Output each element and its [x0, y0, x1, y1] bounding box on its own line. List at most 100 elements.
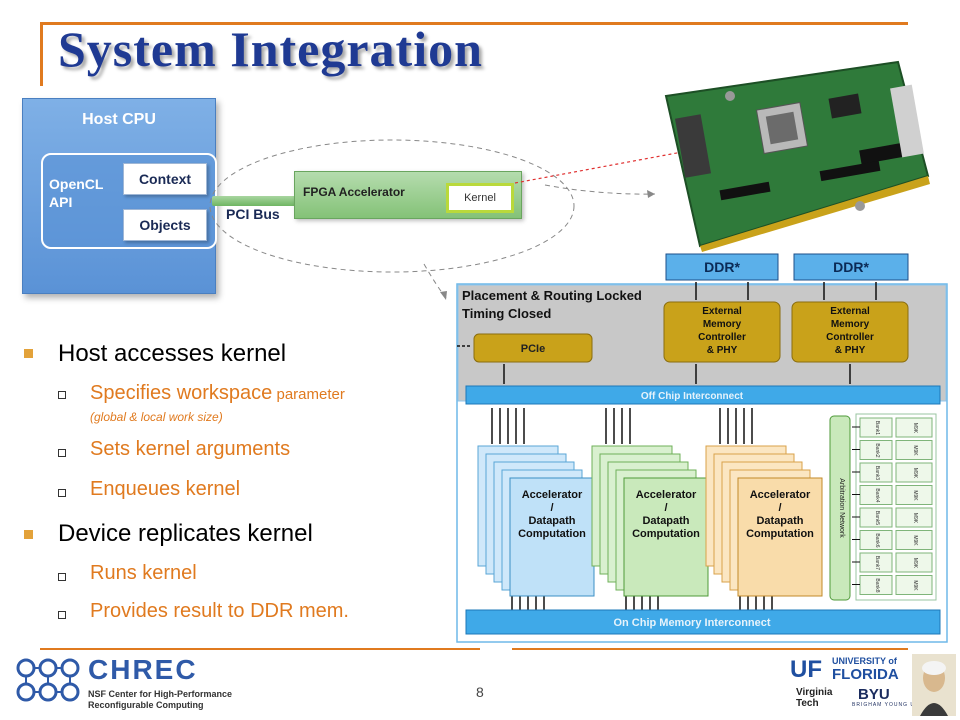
host-cpu-title: Host CPU [82, 111, 156, 128]
uf-university-text: UNIVERSITY of [832, 656, 897, 666]
locked-label-line2: Timing Closed [462, 306, 551, 321]
virginia-tech-logo: Virginia Tech [796, 687, 833, 709]
workspace-text: Specifies workspace [90, 382, 273, 404]
vt-line2: Tech [796, 698, 819, 709]
ddr-label-1: DDR* [704, 259, 740, 275]
emc-box-2 [791, 301, 909, 363]
byu-logo: BYU [858, 686, 890, 703]
on-chip-interconnect-bar [465, 609, 941, 635]
bullet-host-accesses-kernel: Host accesses kernel [58, 340, 287, 367]
bank-label: Bank1 [874, 421, 880, 435]
opencl-label-line2: API [49, 194, 73, 210]
ddr-box-2 [793, 253, 909, 281]
acc1-line4: Computation [518, 528, 586, 540]
emc2-line4: & PHY [835, 345, 866, 356]
bullet-marker [24, 530, 33, 539]
board-connector-line [544, 184, 656, 195]
acc3-line2: / [778, 502, 781, 514]
emc1-line2: Memory [703, 319, 742, 330]
bank-label: Bank4 [874, 488, 880, 502]
gwu-portrait-icon [912, 654, 956, 716]
locked-label-line1: Placement & Routing Locked [462, 288, 642, 303]
diagram-connector-arrow [440, 291, 447, 300]
pcie-box [473, 333, 593, 363]
m9k-label: M9K [912, 445, 918, 456]
host-cpu-box: Host CPU OpenCL API Context Objects [22, 98, 217, 294]
fpga-board-image [664, 60, 930, 252]
m9k-cell [895, 440, 933, 460]
pci-bus-bar [212, 196, 298, 206]
uf-logo: UF [790, 656, 822, 683]
off-chip-interconnect-bar [465, 385, 941, 405]
bullet-marker [24, 349, 33, 358]
acc2-line1: Accelerator [636, 489, 697, 501]
on-chip-label: On Chip Memory Interconnect [613, 617, 770, 629]
page-title: System Integration [58, 21, 483, 77]
sub-bullet-workspace-note: (global & local work size) [90, 410, 223, 424]
emc1-line1: External [702, 306, 742, 317]
sub-bullet-runs-kernel: Runs kernel [90, 562, 197, 584]
acc2-line3: Datapath [642, 515, 689, 527]
parameter-text: parameter [272, 386, 345, 403]
sub-bullet-workspace: Specifies workspace parameter [90, 382, 345, 405]
m9k-cell [895, 462, 933, 483]
emc1-line4: & PHY [707, 345, 738, 356]
bank-label: Bank3 [874, 466, 880, 480]
m9k-cell [895, 575, 933, 595]
off-chip-label: Off Chip Interconnect [641, 391, 744, 402]
page-number: 8 [476, 684, 484, 700]
chrec-subtitle-line2: Reconfigurable Computing [88, 700, 204, 710]
m9k-label: M9K [912, 558, 918, 569]
m9k-cell [895, 552, 933, 573]
ddr-box-1 [665, 253, 779, 281]
sub-bullet-marker [58, 573, 66, 581]
emc1-line3: Controller [698, 332, 746, 343]
footer-rule [40, 648, 480, 650]
sub-bullet-marker [58, 449, 66, 457]
bullet-device-replicates: Device replicates kernel [58, 520, 313, 547]
board-connector-arrow [647, 190, 655, 198]
chrec-logo-icon [16, 658, 80, 702]
m9k-label: M9K [912, 535, 918, 546]
byu-subtitle: BRIGHAM YOUNG UNIVERSITY [852, 702, 951, 708]
emc2-line2: Memory [831, 319, 870, 330]
opencl-label-line1: OpenCL [49, 176, 104, 192]
fpga-accelerator-box: FPGA Accelerator Kernel [294, 171, 522, 219]
memory-bank-row: Bank8 M9K [852, 575, 933, 595]
acc2-line4: Computation [632, 528, 700, 540]
bank-label: Bank8 [874, 578, 880, 592]
acc2-line2: / [664, 502, 667, 514]
memory-bank-row: Bank2 M9K [852, 440, 933, 460]
m9k-label: M9K [912, 580, 918, 591]
arbitration-label: Arbitration Network [838, 478, 845, 538]
accelerator-stack-3: Accelerator / Datapath Computation [705, 445, 823, 597]
emc-box-1 [663, 301, 781, 363]
fpga-accelerator-label: FPGA Accelerator [303, 185, 405, 199]
ddr-label-2: DDR* [833, 259, 869, 275]
emc2-line3: Controller [826, 332, 874, 343]
bank-label: Bank5 [874, 511, 880, 525]
acc1-line2: / [550, 502, 553, 514]
arbitration-network-bar [829, 415, 851, 601]
m9k-cell [895, 507, 933, 528]
m9k-cell [895, 485, 933, 505]
sub-bullet-result-ddr: Provides result to DDR mem. [90, 600, 349, 622]
sub-bullet-kernel-arguments: Sets kernel arguments [90, 438, 291, 460]
kernel-box: Kernel [446, 183, 514, 213]
fpga-highlight-ellipse [209, 139, 575, 273]
chip-pointer-line [514, 131, 791, 184]
m9k-label: M9K [912, 490, 918, 501]
context-box: Context [123, 163, 207, 195]
vt-line1: Virginia [796, 687, 833, 698]
bank-label: Bank2 [874, 443, 880, 457]
uf-florida-text: FLORIDA [832, 666, 899, 683]
sub-bullet-marker [58, 489, 66, 497]
accelerator-stack-1: Accelerator / Datapath Computation [477, 445, 595, 597]
m9k-cell [895, 417, 933, 438]
chrec-wordmark: CHREC [88, 654, 198, 685]
m9k-label: M9K [912, 468, 918, 479]
